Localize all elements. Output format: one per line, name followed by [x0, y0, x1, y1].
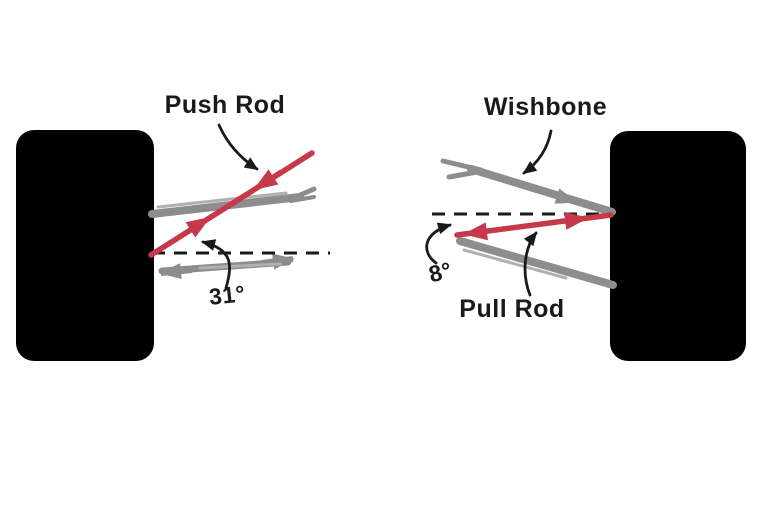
right-tire [610, 131, 746, 361]
left-upper-wishbone-sketch-line [156, 191, 288, 209]
pull-rod-outward-arrow-left [463, 222, 498, 241]
right-upper-wishbone-arrow [549, 188, 578, 205]
push-rod-panel [16, 123, 330, 361]
push-rod-label-pointer-arrow [217, 123, 259, 171]
angle-31-pointer-arrow [201, 239, 231, 290]
left-lower-rod-sketch-line [198, 262, 282, 270]
pull-rod-label: Pull Rod [459, 295, 565, 323]
push-rod [148, 150, 315, 258]
left-upper-wishbone-fork-top [288, 186, 317, 202]
pull-rod-panel [425, 129, 746, 361]
angle-8-pointer-arrow [425, 222, 452, 265]
angle-31-label: 31° [207, 280, 247, 310]
pull-rod-label-pointer-arrow [523, 231, 538, 297]
wishbone-label-pointer-arrow [522, 129, 553, 175]
pull-rod-outward-arrow-right [555, 211, 589, 230]
push-rod-inward-arrow-lower [182, 215, 211, 238]
right-upper-wishbone [467, 165, 616, 216]
left-lower-rod-left-arrow [159, 263, 193, 280]
right-lower-wishbone-sketch-line [462, 248, 568, 280]
left-upper-wishbone-fork-bottom [289, 195, 316, 203]
push-rod-label: Push Rod [164, 91, 286, 119]
wishbone-label: Wishbone [483, 93, 608, 121]
left-tire [16, 130, 154, 361]
push-rod-inward-arrow-upper [253, 169, 283, 192]
left-lower-rod-right-arrow [261, 253, 295, 270]
right-lower-wishbone [456, 237, 617, 289]
